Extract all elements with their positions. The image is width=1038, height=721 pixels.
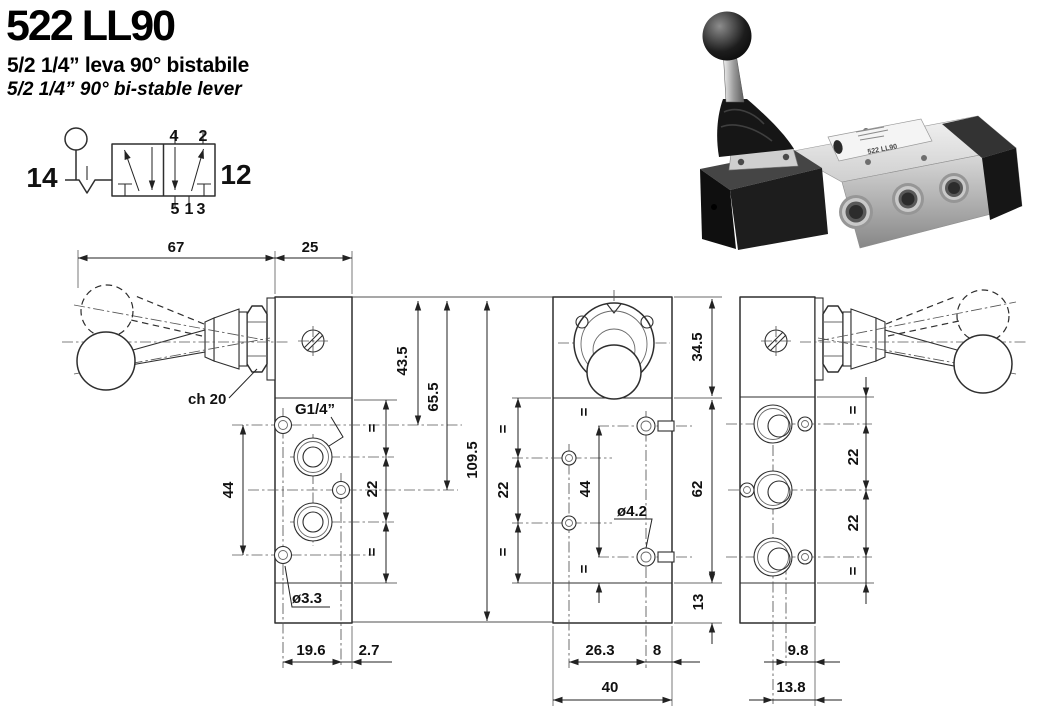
photo-end-cap-front (982, 148, 1022, 220)
symbol-port-5: 5 (171, 201, 180, 218)
dim-67: 67 (168, 239, 185, 256)
eq-mark: = (364, 423, 381, 432)
symbol-port-3: 3 (197, 201, 206, 218)
dim-8: 8 (653, 642, 661, 659)
eq-mark: = (495, 547, 512, 556)
photo-port-1 (839, 195, 873, 229)
view-front: = 22 = = 44 = 34.5 62 13 ø4.2 26.3 8 40 (495, 290, 722, 706)
dim-22-right-top: 22 (845, 449, 862, 466)
dim-65-5: 65.5 (425, 382, 442, 411)
photo-left-block-side (700, 169, 736, 249)
view-side-left: 67 25 ch 20 G1/4” 43.5 65.5 109.5 44 = 2… (62, 239, 491, 669)
product-photo: 522 LL90 (700, 11, 1023, 250)
label-ch20: ch 20 (188, 391, 226, 408)
photo-port-2 (892, 183, 924, 215)
label-dia-4-2: ø4.2 (617, 503, 647, 520)
photo-lever-knob (702, 11, 752, 61)
photo-port-3 (939, 173, 969, 203)
symbol-port-4: 4 (170, 128, 179, 145)
eq-mark: = (364, 547, 381, 556)
photo-left-block-front (730, 168, 828, 250)
dim-44-front: 44 (577, 480, 594, 497)
photo-rubber-boot (717, 99, 794, 157)
subtitle-english: 5/2 1/4” 90° bi-stable lever (7, 79, 242, 100)
dim-25: 25 (302, 239, 319, 256)
dim-22-right-bottom: 22 (845, 515, 862, 532)
label-g-quarter: G1/4” (295, 401, 335, 418)
dim-40: 40 (602, 679, 619, 696)
photo-nameplate (827, 118, 933, 162)
dim-13-8: 13.8 (776, 679, 805, 696)
dim-13: 13 (690, 594, 707, 611)
dim-22-front: 22 (495, 482, 512, 499)
eq-mark: = (845, 405, 862, 414)
page-title: 522 LL90 (6, 2, 176, 50)
dim-62: 62 (689, 481, 706, 498)
dim-2-7: 2.7 (359, 642, 380, 659)
eq-mark: = (845, 566, 862, 575)
subtitle-italian: 5/2 1/4” leva 90° bistabile (7, 54, 249, 77)
dim-19-6: 19.6 (296, 642, 325, 659)
symbol-pilot-12: 12 (220, 159, 251, 190)
dim-26-3: 26.3 (585, 642, 614, 659)
eq-mark: = (576, 407, 593, 416)
view-side-right: = 22 22 = 9.8 13.8 (726, 289, 1026, 706)
dim-109-5: 109.5 (464, 441, 481, 479)
symbol-port-2: 2 (199, 128, 208, 145)
pneumatic-symbol: 14 12 4 2 5 1 3 (26, 127, 252, 218)
eq-mark: = (576, 564, 593, 573)
symbol-port-1: 1 (185, 201, 194, 218)
label-dia-3-3: ø3.3 (292, 590, 322, 607)
dim-22-left-view: 22 (364, 481, 381, 498)
photo-end-cap-top (942, 116, 1016, 158)
dim-43-5: 43.5 (394, 346, 411, 375)
brand-logo (833, 140, 843, 154)
symbol-pilot-14: 14 (26, 162, 58, 193)
eq-mark: = (495, 424, 512, 433)
dim-9-8: 9.8 (788, 642, 809, 659)
dim-44-left: 44 (220, 481, 237, 498)
dim-34-5: 34.5 (689, 332, 706, 361)
